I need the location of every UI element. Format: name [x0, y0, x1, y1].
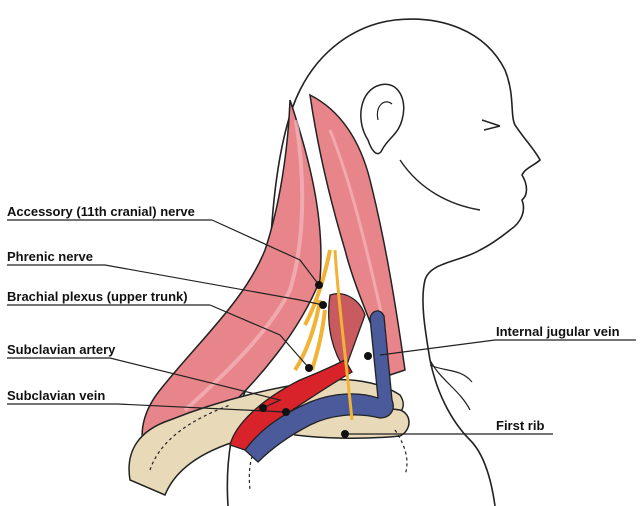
label-first-rib: First rib: [496, 418, 544, 433]
label-brachial-plexus: Brachial plexus (upper trunk): [7, 289, 188, 304]
label-internal-jugular-vein: Internal jugular vein: [496, 324, 620, 339]
label-phrenic-nerve: Phrenic nerve: [7, 249, 93, 264]
label-subclavian-vein: Subclavian vein: [7, 388, 105, 403]
label-subclavian-artery: Subclavian artery: [7, 342, 115, 357]
label-accessory-nerve: Accessory (11th cranial) nerve: [7, 204, 195, 219]
